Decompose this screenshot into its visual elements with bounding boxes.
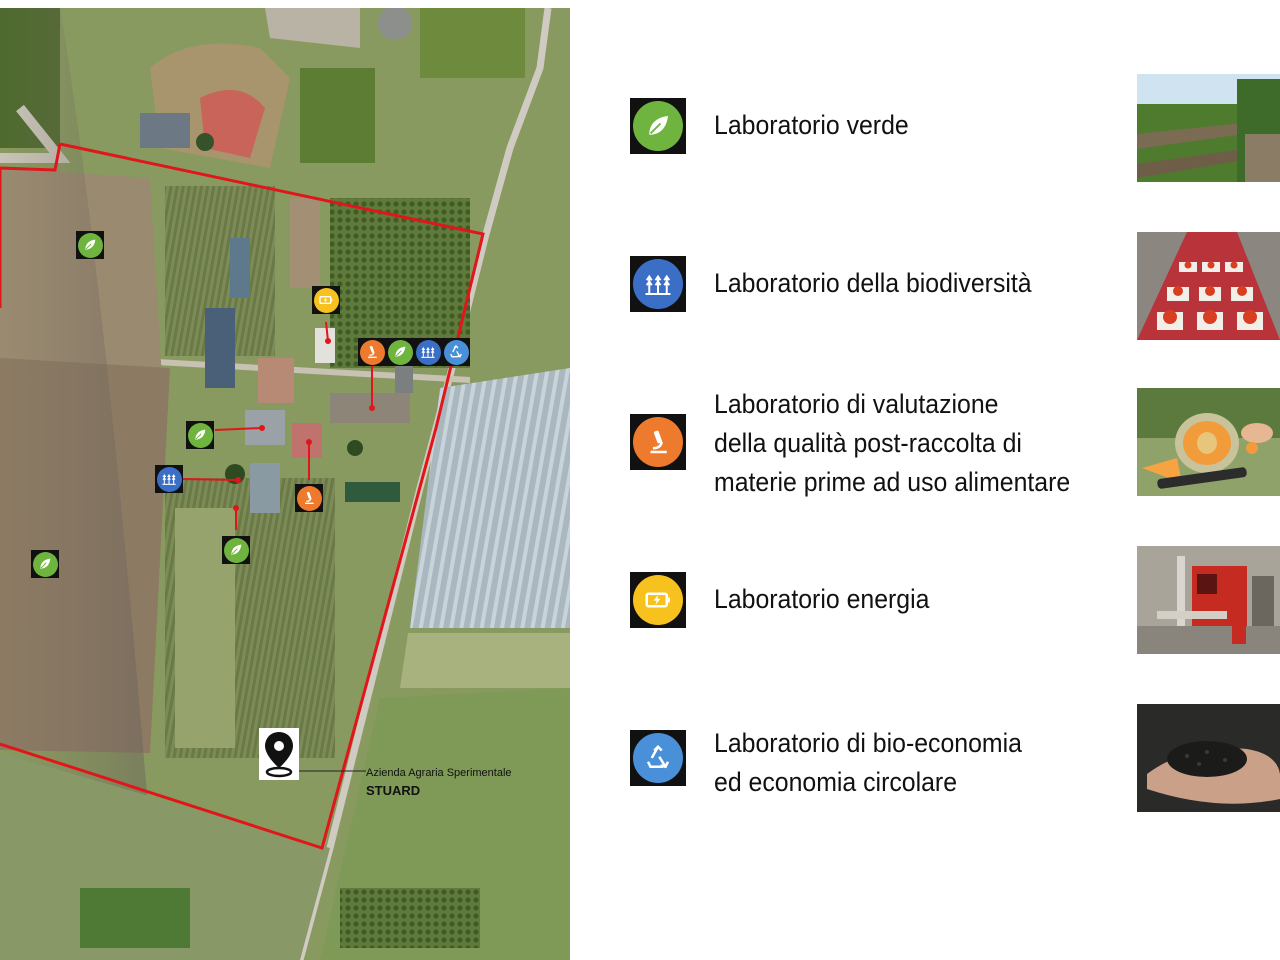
aerial-map[interactable]: Azienda Agraria Sperimentale STUARD	[0, 8, 570, 960]
legend-item-energia: Laboratorio energia	[630, 546, 1280, 654]
map-marker-qualita-2[interactable]	[295, 484, 323, 512]
leaf-icon	[40, 558, 51, 569]
map-marker-qualita[interactable]	[358, 338, 386, 366]
biochar-hand-photo	[1137, 704, 1280, 812]
legend-icon-energia	[630, 572, 686, 628]
legend-item-verde: Laboratorio verde	[630, 74, 1280, 182]
map-marker-energia[interactable]	[312, 286, 340, 314]
marker-connectors	[181, 321, 373, 530]
map-marker-verde-2[interactable]	[386, 338, 414, 366]
map-marker-biodiversita[interactable]	[414, 338, 442, 366]
legend-label-verde: Laboratorio verde	[714, 110, 909, 140]
leaf-icon	[649, 116, 668, 135]
tree-row-icon	[645, 274, 671, 295]
map-marker-verde-5[interactable]	[31, 550, 59, 578]
farm-location-pin[interactable]	[259, 728, 299, 780]
legend-label-qualita: Laboratorio di valutazione della qualità…	[714, 389, 1071, 497]
leaf-icon	[395, 346, 406, 357]
recycle-icon	[450, 345, 462, 358]
legend-label-energia: Laboratorio energia	[714, 584, 930, 614]
battery-icon	[319, 296, 333, 304]
tree-row-icon	[421, 347, 435, 358]
map-marker-biodiversita-2[interactable]	[155, 465, 183, 493]
legend-icon-verde	[630, 98, 686, 154]
farm-boundary	[0, 142, 485, 850]
boiler-room-photo	[1137, 546, 1280, 654]
legend-item-biodiversita: Laboratorio della biodiversità	[630, 232, 1280, 340]
leaf-icon	[195, 429, 206, 440]
map-marker-bioeconomia[interactable]	[442, 338, 470, 366]
legend-item-bioeconomia: Laboratorio di bio-economia ed economia …	[630, 704, 1280, 812]
microscope-icon	[650, 430, 667, 454]
leaf-icon	[231, 544, 242, 555]
legend-icon-bioeconomia	[630, 730, 686, 786]
tree-row-icon	[162, 474, 176, 485]
leaf-icon	[85, 239, 96, 250]
location-pin-icon	[265, 732, 293, 778]
legend-icon-biodiversita	[630, 256, 686, 312]
farm-name-line1: Azienda Agraria Sperimentale	[366, 767, 512, 779]
melon-refractometer-photo	[1137, 388, 1280, 496]
recycle-icon	[646, 744, 670, 769]
tomato-samples-photo	[1137, 232, 1280, 340]
microscope-icon	[305, 491, 314, 504]
map-marker-verde-4[interactable]	[222, 536, 250, 564]
map-marker-verde[interactable]	[76, 231, 104, 259]
farm-name-label: Azienda Agraria Sperimentale STUARD	[366, 765, 512, 799]
legend-label-biodiversita: Laboratorio della biodiversità	[714, 268, 1032, 298]
farm-name-line2: STUARD	[366, 783, 421, 798]
battery-icon	[645, 592, 670, 608]
legend-icon-qualita	[630, 414, 686, 470]
aerial-imagery	[0, 8, 570, 960]
map-marker-verde-3[interactable]	[186, 421, 214, 449]
legend-item-qualita: Laboratorio di valutazione della qualità…	[630, 388, 1280, 497]
legend-label-bioeconomia: Laboratorio di bio-economia ed economia …	[714, 728, 1022, 797]
microscope-icon	[368, 345, 377, 358]
field-plots-photo	[1137, 74, 1280, 182]
